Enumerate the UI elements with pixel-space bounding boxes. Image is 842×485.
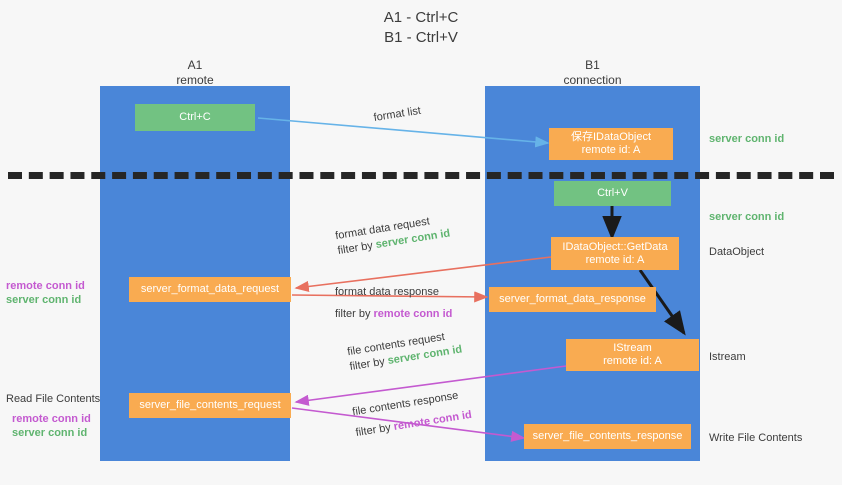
lane-header-b1: B1 connection: [485, 58, 700, 88]
node-server-format-data-request[interactable]: server_format_data_request: [129, 277, 291, 302]
annotation-server-conn-id-mid: server conn id: [709, 211, 785, 223]
node-ctrl-c[interactable]: Ctrl+C: [135, 104, 255, 131]
message-format-list-text: format list: [372, 104, 422, 125]
annotation-read-file-contents: Read File Contents: [6, 393, 101, 405]
filter-highlight-remote-conn-id: remote conn id: [392, 408, 473, 433]
message-format-data-request: format data request filter by server con…: [334, 212, 451, 259]
node-server-format-data-response[interactable]: server_format_data_response: [489, 287, 656, 312]
filter-prefix: filter by: [354, 421, 395, 440]
message-format-list: format list: [373, 104, 422, 126]
node-ctrl-v[interactable]: Ctrl+V: [554, 181, 671, 206]
message-format-data-response-text: format data response: [335, 286, 439, 298]
node-getdata-title: IDataObject::GetData: [562, 240, 668, 253]
node-idataobject-getdata[interactable]: IDataObject::GetData remote id: A: [551, 237, 679, 270]
title-line-2: B1 - Ctrl+V: [384, 29, 458, 46]
annotation-conn-ids-file: remote conn id server conn id: [12, 412, 91, 440]
node-istream-title: IStream: [613, 342, 652, 354]
node-istream-remote-id: remote id: A: [603, 355, 662, 367]
annotation-server-conn-id-1: server conn id: [6, 294, 82, 306]
node-server-file-contents-response[interactable]: server_file_contents_response: [524, 424, 691, 449]
lane-header-a1: A1 remote: [100, 58, 290, 88]
lane-b1-name: B1: [585, 58, 600, 72]
node-save-idataobject[interactable]: 保存IDataObject remote id: A: [549, 128, 673, 160]
node-getdata-remote-id: remote id: A: [585, 253, 645, 266]
filter-prefix: filter by: [335, 308, 374, 320]
annotation-remote-conn-id-1: remote conn id: [6, 280, 85, 292]
node-server-file-contents-request[interactable]: server_file_contents_request: [129, 393, 291, 418]
node-server-file-contents-request-label: server_file_contents_request: [139, 399, 281, 411]
message-file-contents-response: file contents response filter by remote …: [351, 387, 473, 441]
annotation-write-file-contents: Write File Contents: [709, 432, 803, 444]
annotation-dataobject: DataObject: [709, 246, 765, 258]
phase-separator: [8, 172, 834, 179]
diagram-title: A1 - Ctrl+C B1 - Ctrl+V: [0, 8, 842, 48]
annotation-server-conn-id-top: server conn id: [709, 133, 785, 145]
message-format-data-response: format data response filter by remote co…: [335, 285, 452, 322]
node-server-file-contents-response-label: server_file_contents_response: [532, 430, 683, 442]
node-save-idataobject-remote-id: remote id: A: [581, 144, 641, 156]
annotation-remote-conn-id-2: remote conn id: [12, 413, 91, 425]
annotation-istream: Istream: [709, 351, 746, 363]
node-istream[interactable]: IStream remote id: A: [566, 339, 699, 371]
message-format-data-response-filter: filter by remote conn id: [335, 307, 452, 322]
lane-a1-sub: remote: [176, 73, 214, 87]
node-ctrl-c-label: Ctrl+C: [179, 111, 211, 123]
lane-b1-sub: connection: [563, 73, 622, 87]
message-file-contents-request: file contents request filter by server c…: [346, 328, 463, 375]
lane-a1-name: A1: [187, 58, 203, 72]
annotation-conn-ids-format: remote conn id server conn id: [6, 279, 85, 307]
filter-highlight-remote-conn-id: remote conn id: [373, 308, 453, 320]
node-server-format-data-response-label: server_format_data_response: [499, 293, 646, 305]
title-line-1: A1 - Ctrl+C: [383, 9, 459, 26]
annotation-read-file-contents-group: Read File Contents: [6, 392, 100, 406]
node-save-idataobject-title: 保存IDataObject: [570, 131, 652, 143]
annotation-server-conn-id-2: server conn id: [12, 427, 88, 439]
node-server-format-data-request-label: server_format_data_request: [140, 283, 280, 295]
node-ctrl-v-label: Ctrl+V: [597, 187, 628, 199]
